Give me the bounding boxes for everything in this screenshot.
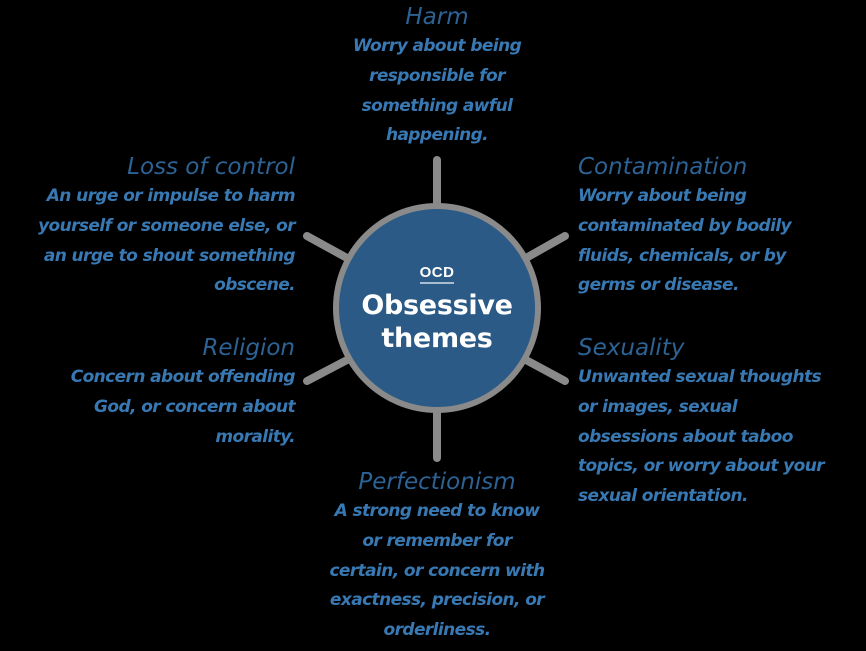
theme-description: A strong need to know or remember for ce… — [287, 497, 587, 646]
hub-title: Obsessive themes — [339, 289, 535, 355]
spoke-loss-of-control — [303, 232, 351, 262]
hub-title-line-1: Obsessive — [361, 290, 513, 321]
description-line: germs or disease. — [578, 275, 739, 296]
description-line: or images, sexual — [578, 396, 738, 417]
description-line: obsessions about taboo — [578, 426, 793, 447]
theme-perfectionism: Perfectionism A strong need to know or r… — [287, 467, 587, 646]
theme-harm: Harm Worry about being responsible for s… — [287, 2, 587, 151]
theme-description: Unwanted sexual thoughts or images, sexu… — [578, 363, 866, 512]
theme-description: An urge or impulse to harm yourself or s… — [0, 182, 296, 301]
description-line: Worry about being — [578, 186, 747, 206]
theme-description: Worry about being responsible for someth… — [287, 32, 587, 151]
description-line: fluids, chemicals, or by — [578, 245, 786, 266]
spoke-religion — [303, 356, 351, 385]
description-line: Concern about offending — [70, 367, 296, 387]
description-line: exactness, precision, or — [329, 590, 545, 611]
description-line: A strong need to know — [334, 501, 540, 521]
spoke-sexuality — [522, 356, 569, 385]
theme-title: Loss of control — [127, 154, 295, 180]
description-line: God, or concern about — [94, 396, 296, 417]
description-line: contaminated by bodily — [578, 215, 792, 236]
theme-loss-of-control: Loss of control An urge or impulse to ha… — [0, 152, 296, 301]
theme-title: Sexuality — [578, 335, 685, 361]
description-line: certain, or concern with — [329, 560, 545, 581]
description-line: topics, or worry about your — [578, 456, 825, 477]
hub-title-line-2: themes — [381, 323, 493, 354]
theme-description: Concern about offending God, or concern … — [0, 363, 296, 452]
description-line: morality. — [215, 426, 295, 447]
description-line: an urge to shout something — [43, 245, 296, 266]
description-line: obscene. — [214, 275, 295, 296]
description-line: Worry about being — [352, 36, 522, 56]
description-line: or remember for — [362, 530, 512, 551]
spoke-contamination — [522, 232, 569, 262]
description-line: Unwanted sexual thoughts — [578, 367, 822, 387]
description-line: responsible for — [369, 65, 505, 86]
hub-label: OCD — [339, 264, 535, 284]
description-line: An urge or impulse to harm — [46, 186, 296, 206]
description-line: yourself or someone else, or — [38, 215, 296, 236]
theme-sexuality: Sexuality Unwanted sexual thoughts or im… — [578, 333, 866, 512]
theme-title: Perfectionism — [358, 469, 516, 495]
theme-contamination: Contamination Worry about being contamin… — [578, 152, 866, 301]
description-line: something awful — [361, 95, 513, 116]
theme-title: Religion — [202, 335, 295, 361]
description-line: sexual orientation. — [578, 486, 748, 507]
theme-title: Contamination — [578, 154, 748, 180]
theme-religion: Religion Concern about offending God, or… — [0, 333, 296, 452]
theme-description: Worry about being contaminated by bodily… — [578, 182, 866, 301]
hub-label-text: OCD — [419, 264, 455, 284]
description-line: happening. — [385, 125, 489, 146]
description-line: orderliness. — [383, 620, 492, 641]
theme-title: Harm — [405, 4, 469, 30]
center-hub-circle: OCD Obsessive themes — [333, 203, 541, 413]
